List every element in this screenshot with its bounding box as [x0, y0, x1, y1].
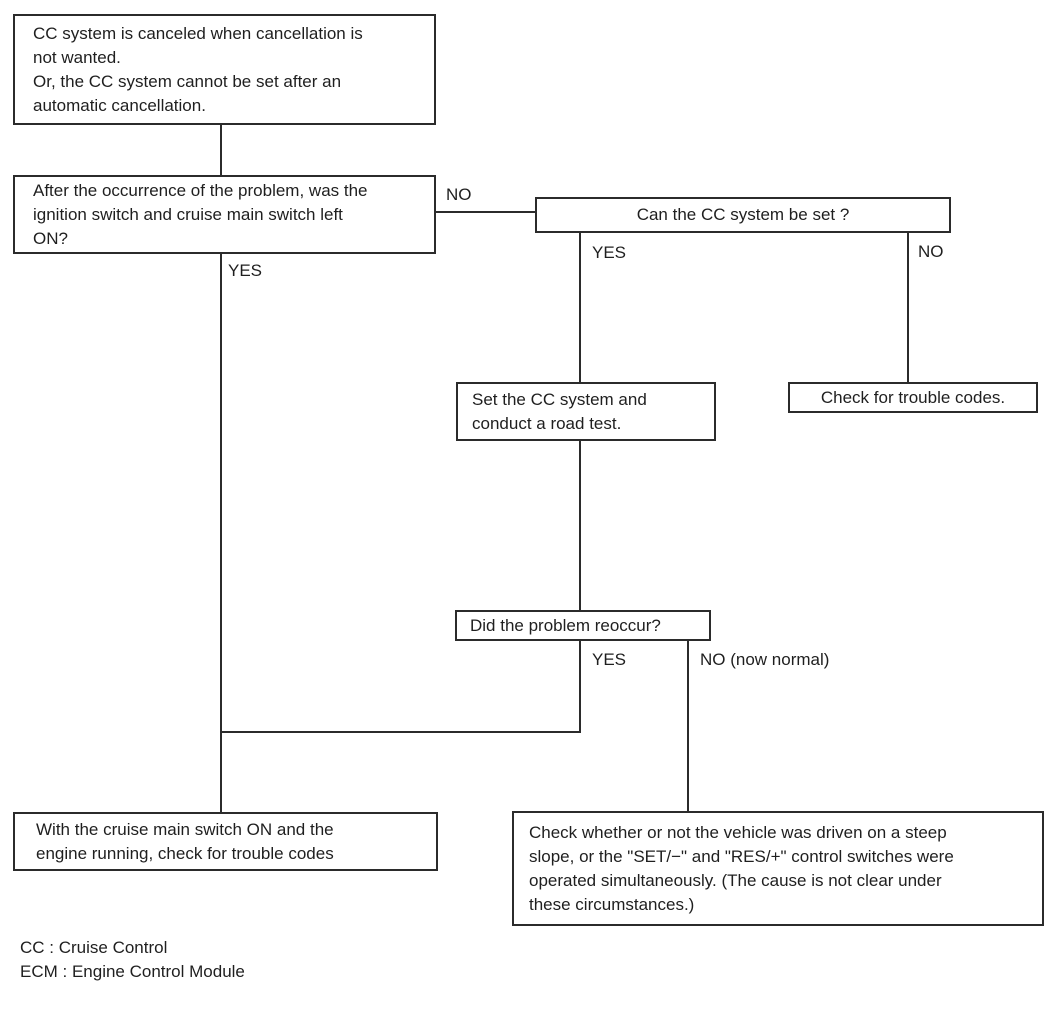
connector-symptom-to-switches-question: [220, 125, 222, 175]
legend-ecm: ECM : Engine Control Module: [20, 962, 245, 981]
node-check-steep-slope: Check whether or not the vehicle was dri…: [512, 811, 1044, 926]
edge-label-reoccur-no: NO (now normal): [700, 650, 830, 669]
legend-cc: CC : Cruise Control: [20, 938, 168, 957]
connector-can-set-yes-vertical: [579, 233, 581, 382]
node-symptom: CC system is canceled when cancellation …: [13, 14, 436, 125]
node-check-trouble-codes: Check for trouble codes.: [788, 382, 1038, 413]
node-check-codes-main-switch-on: With the cruise main switch ON and the e…: [13, 812, 438, 871]
node-question-switches-left-on: After the occurrence of the problem, was…: [13, 175, 436, 254]
connector-road-test-to-reoccur-question: [579, 441, 581, 610]
node-set-and-road-test: Set the CC system and conduct a road tes…: [456, 382, 716, 441]
edge-label-can-set-no: NO: [918, 242, 944, 261]
edge-label-switches-yes: YES: [228, 261, 263, 280]
connector-reoccur-no-vertical: [687, 641, 689, 811]
legend: CC : Cruise Control ECM : Engine Control…: [20, 936, 245, 984]
connector-reoccur-yes-horizontal: [220, 731, 581, 733]
connector-can-set-no-vertical: [907, 233, 909, 382]
connector-switches-no-horizontal: [436, 211, 535, 213]
edge-label-switches-no: NO: [446, 185, 472, 204]
connector-switches-yes-vertical: [220, 254, 222, 812]
edge-label-reoccur-yes: YES: [592, 650, 627, 669]
edge-label-can-set-yes: YES: [592, 243, 627, 262]
node-question-can-cc-be-set: Can the CC system be set ?: [535, 197, 951, 233]
node-question-problem-reoccur: Did the problem reoccur?: [455, 610, 711, 641]
connector-reoccur-yes-vertical: [579, 641, 581, 733]
